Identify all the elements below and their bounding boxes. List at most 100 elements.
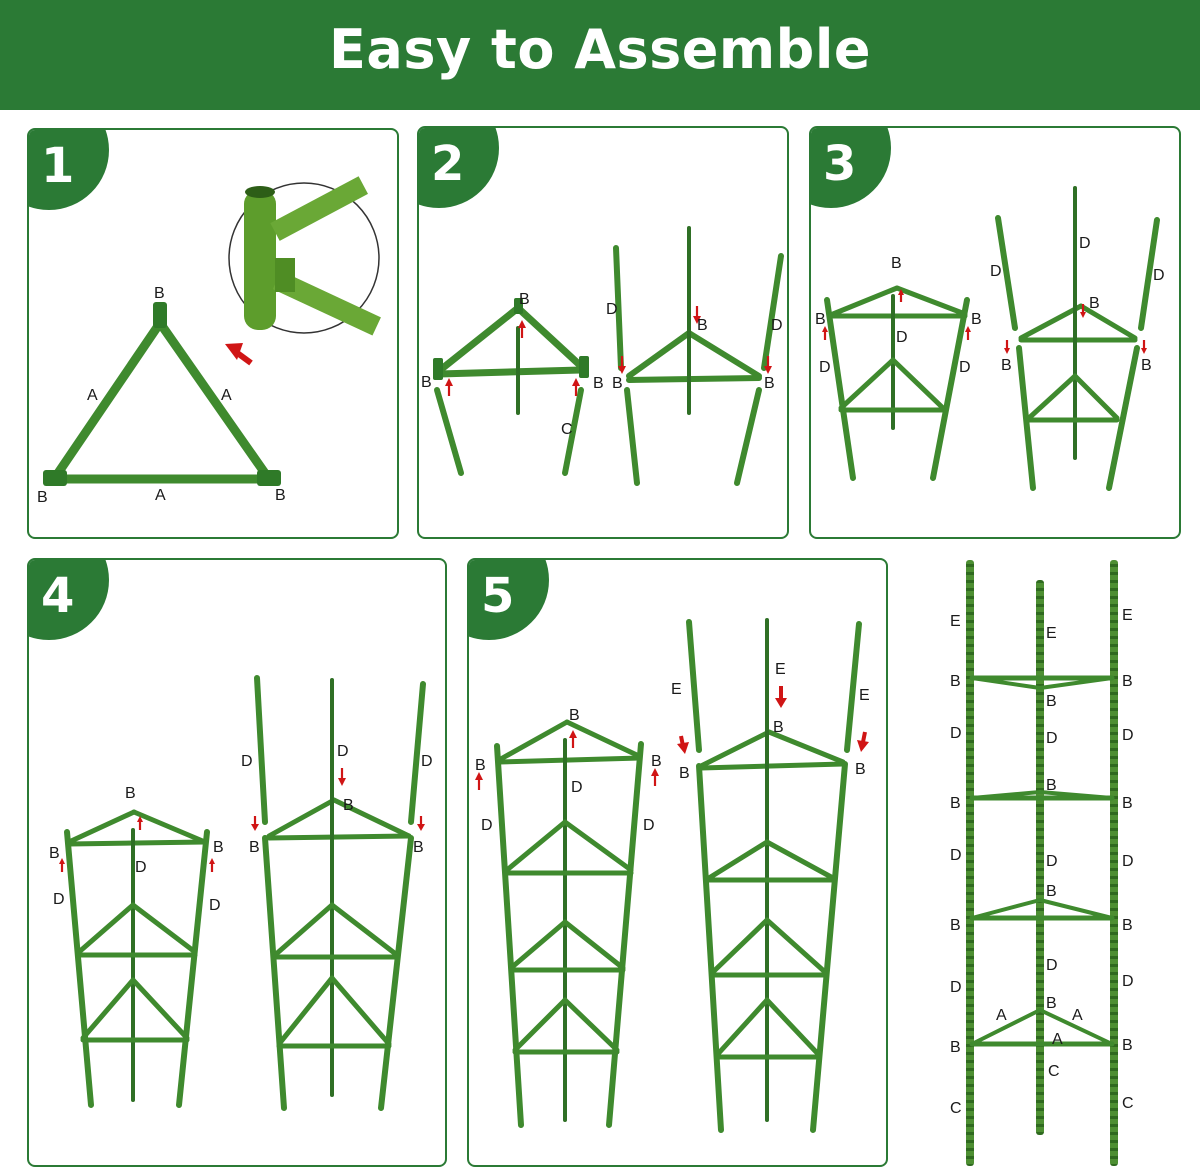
step-3-number: 3: [823, 136, 857, 192]
label-b: B: [950, 673, 961, 690]
label-d: D: [1122, 853, 1134, 870]
label-e: E: [859, 687, 870, 704]
label-b: B: [773, 719, 784, 736]
step-4-diagram: B B D B D D D D D B B B: [49, 675, 433, 1111]
label-d: D: [241, 753, 253, 770]
label-d: D: [1046, 957, 1058, 974]
label-b: B: [49, 845, 60, 862]
label-d: D: [959, 359, 971, 376]
label-b: B: [950, 1039, 961, 1056]
label-c: C: [1048, 1063, 1060, 1080]
final-assembly-diagram: E B D B D B D B C E B D B D B D B A C A …: [950, 560, 1134, 1166]
label-a: A: [155, 487, 166, 504]
step-5-diagram: B B D B D D E E E B B B: [475, 618, 870, 1133]
label-b: B: [213, 839, 224, 856]
label-d: D: [771, 317, 783, 334]
label-e: E: [671, 681, 682, 698]
label-b: B: [421, 374, 432, 391]
step-4-panel: 4 B B D B: [27, 558, 447, 1167]
joint-closeup-icon: [228, 176, 381, 336]
label-b: B: [950, 917, 961, 934]
page-title: Easy to Assemble: [329, 18, 871, 81]
step-2-panel: 2 B B B C D B D B B: [417, 126, 789, 539]
label-d: D: [337, 743, 349, 760]
label-c: C: [1122, 1095, 1134, 1112]
label-b: B: [1046, 995, 1057, 1012]
step-1-number: 1: [41, 138, 75, 194]
step-4-number: 4: [41, 568, 75, 624]
label-d: D: [209, 897, 221, 914]
label-b: B: [651, 753, 662, 770]
label-b: B: [569, 707, 580, 724]
label-b: B: [764, 375, 775, 392]
label-a: A: [87, 387, 98, 404]
label-b: B: [1122, 795, 1133, 812]
label-b: B: [1046, 693, 1057, 710]
label-b: B: [1122, 917, 1133, 934]
label-b: B: [475, 757, 486, 774]
step-3-diagram: B B D B D D D D B D B B: [815, 186, 1165, 491]
label-b: B: [697, 317, 708, 334]
label-b: B: [154, 285, 165, 302]
label-c: C: [561, 421, 573, 438]
label-b: B: [343, 797, 354, 814]
label-b: B: [249, 839, 260, 856]
label-e: E: [950, 613, 961, 630]
step-2-number: 2: [431, 136, 465, 192]
label-b: B: [1122, 1037, 1133, 1054]
label-d: D: [990, 263, 1002, 280]
label-b: B: [679, 765, 690, 782]
label-b: B: [275, 487, 286, 504]
label-d: D: [1153, 267, 1165, 284]
label-a: A: [996, 1007, 1007, 1024]
label-d: D: [421, 753, 433, 770]
label-d: D: [481, 817, 493, 834]
label-a: A: [1072, 1007, 1083, 1024]
label-d: D: [819, 359, 831, 376]
label-b: B: [37, 489, 48, 506]
step-5-number: 5: [481, 568, 515, 624]
label-e: E: [775, 661, 786, 678]
label-b: B: [855, 761, 866, 778]
label-d: D: [53, 891, 65, 908]
label-b: B: [1122, 673, 1133, 690]
header-banner: Easy to Assemble: [0, 0, 1200, 110]
label-d: D: [1122, 727, 1134, 744]
label-b: B: [1141, 357, 1152, 374]
label-d: D: [1079, 235, 1091, 252]
step-3-panel: 3 B B D B D D D D B: [809, 126, 1181, 539]
label-b: B: [612, 375, 623, 392]
label-b: B: [815, 311, 826, 328]
label-b: B: [593, 375, 604, 392]
label-d: D: [1046, 853, 1058, 870]
label-b: B: [125, 785, 136, 802]
label-d: D: [896, 329, 908, 346]
step-1-diagram: B A A B A B: [37, 176, 381, 506]
label-b: B: [891, 255, 902, 272]
label-e: E: [1046, 625, 1057, 642]
label-d: D: [1122, 973, 1134, 990]
label-c: C: [950, 1100, 962, 1117]
label-d: D: [135, 859, 147, 876]
label-e: E: [1122, 607, 1133, 624]
label-d: D: [606, 301, 618, 318]
label-b: B: [1089, 295, 1100, 312]
label-a: A: [1052, 1031, 1063, 1048]
label-d: D: [571, 779, 583, 796]
label-b: B: [950, 795, 961, 812]
label-d: D: [950, 979, 962, 996]
step-5-panel: 5: [467, 558, 888, 1167]
label-b: B: [1046, 883, 1057, 900]
label-d: D: [950, 847, 962, 864]
step-2-badge: 2: [419, 128, 499, 208]
label-d: D: [1046, 730, 1058, 747]
label-b: B: [971, 311, 982, 328]
step-2-diagram: B B B C D B D B B: [421, 226, 784, 486]
red-arrow-icon: [225, 343, 253, 366]
label-b: B: [413, 839, 424, 856]
step-1-panel: 1 B A A B A B: [27, 128, 399, 539]
step-1-badge: 1: [29, 130, 109, 210]
label-b: B: [1001, 357, 1012, 374]
label-b: B: [1046, 777, 1057, 794]
label-a: A: [221, 387, 232, 404]
